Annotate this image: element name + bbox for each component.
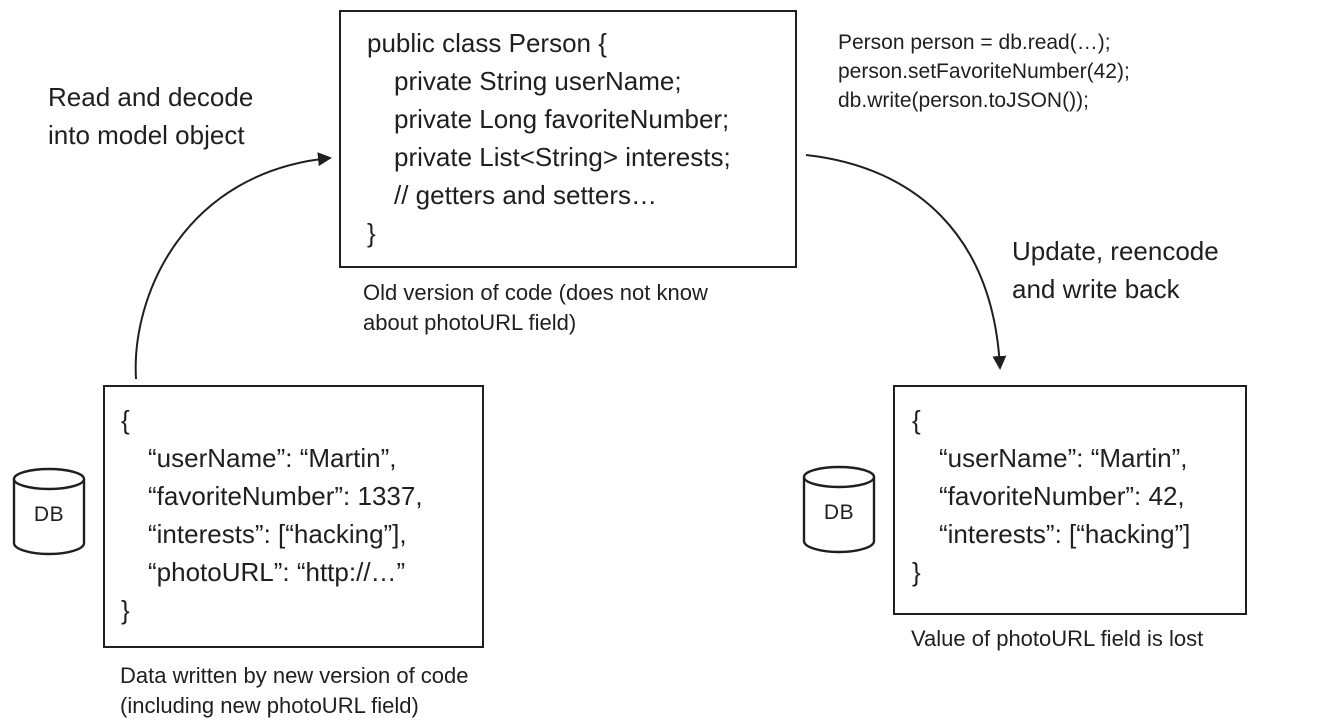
- code-line: Person person = db.read(…);: [838, 31, 1111, 54]
- json-line: }: [912, 557, 921, 587]
- json-line: “interests”: [“hacking”]: [939, 519, 1191, 549]
- db-label: DB: [823, 501, 855, 524]
- json-line: {: [121, 405, 130, 435]
- json-line: {: [912, 405, 921, 435]
- json-line: “userName”: “Martin”,: [939, 443, 1188, 473]
- db-label: DB: [33, 503, 65, 526]
- code-line: public class Person {: [367, 28, 607, 58]
- json-line: “favoriteNumber”: 42,: [939, 481, 1185, 511]
- json-document-lost-box: { “userName”: “Martin”, “favoriteNumber”…: [893, 385, 1247, 615]
- code-line: private List<String> interests;: [394, 142, 731, 172]
- arrow-write-back-icon: [805, 154, 1007, 370]
- label-update-reencode: Update, reencode and write back: [1012, 236, 1219, 304]
- database-icon: [12, 467, 86, 556]
- json-line: “interests”: [“hacking”],: [148, 519, 407, 549]
- arrow-read-decode-icon: [134, 152, 332, 380]
- json-document-new-box: { “userName”: “Martin”, “favoriteNumber”…: [103, 385, 484, 648]
- database-icon: [802, 465, 876, 554]
- db-cylinder-left: DB: [12, 467, 86, 557]
- caption-value-lost: Value of photoURL field is lost: [911, 626, 1204, 651]
- json-line: “photoURL”: “http://…”: [148, 557, 406, 587]
- json-line: }: [121, 595, 130, 625]
- code-line: // getters and setters…: [394, 180, 658, 210]
- db-cylinder-right: DB: [802, 465, 876, 555]
- code-line: private Long favoriteNumber;: [394, 104, 730, 134]
- code-line: private String userName;: [394, 66, 682, 96]
- caption-old-version: Old version of code (does not know about…: [363, 280, 708, 335]
- code-line: db.write(person.toJSON());: [838, 89, 1089, 112]
- code-line: person.setFavoriteNumber(42);: [838, 60, 1130, 83]
- json-line: “userName”: “Martin”,: [148, 443, 397, 473]
- json-line: “favoriteNumber”: 1337,: [148, 481, 423, 511]
- code-line: }: [367, 218, 376, 248]
- label-read-decode: Read and decode into model object: [48, 82, 254, 150]
- person-class-box: public class Person { private String use…: [339, 10, 797, 268]
- update-code-snippet: Person person = db.read(…); person.setFa…: [838, 28, 1130, 115]
- caption-data-written: Data written by new version of code (inc…: [120, 663, 469, 718]
